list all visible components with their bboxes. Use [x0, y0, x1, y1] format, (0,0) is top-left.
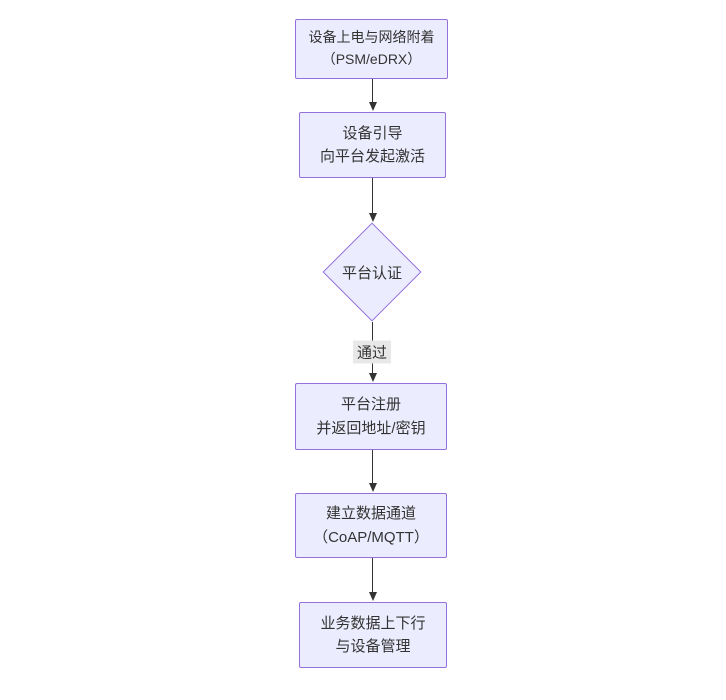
node-bootstrap-line1: 设备引导: [342, 124, 403, 142]
node-power-on-line2: （PSM/eDRX）: [321, 51, 422, 67]
node-bootstrap-line2: 向平台发起激活: [319, 148, 425, 165]
arrow-register-to-channel: [368, 450, 377, 492]
node-business-line1: 业务数据上下行: [320, 614, 426, 632]
arrow-line: [372, 79, 373, 102]
node-business: 业务数据上下行 与设备管理: [299, 602, 447, 668]
arrowhead-down-icon: [368, 592, 377, 601]
node-register-line2: 并返回地址/密钥: [316, 419, 426, 437]
node-register: 平台注册 并返回地址/密钥: [295, 383, 447, 450]
edge-label-pass: 通过: [352, 340, 392, 364]
node-platform-auth-label: 平台认证: [341, 264, 402, 282]
node-register-line1: 平台注册: [340, 396, 401, 414]
arrowhead-down-icon: [368, 483, 377, 492]
node-platform-auth: 平台认证: [322, 222, 422, 322]
arrow-bootstrap-to-auth: [368, 178, 377, 222]
arrow-channel-to-business: [368, 558, 377, 601]
arrowhead-down-icon: [368, 213, 377, 222]
node-bootstrap: 设备引导 向平台发起激活: [299, 112, 446, 178]
node-power-on-line1: 设备上电与网络附着: [308, 29, 435, 46]
arrowhead-down-icon: [368, 373, 377, 382]
node-data-channel: 建立数据通道 （CoAP/MQTT）: [295, 493, 447, 558]
node-data-channel-line2: （CoAP/MQTT）: [313, 528, 429, 546]
arrowhead-down-icon: [368, 102, 377, 111]
node-business-line2: 与设备管理: [335, 638, 411, 655]
arrow-line: [372, 178, 373, 213]
node-data-channel-line1: 建立数据通道: [325, 505, 416, 523]
arrow-line: [372, 558, 373, 592]
arrow-power-on-to-bootstrap: [368, 79, 377, 111]
arrow-line: [372, 450, 373, 483]
node-power-on: 设备上电与网络附着 （PSM/eDRX）: [295, 19, 448, 79]
